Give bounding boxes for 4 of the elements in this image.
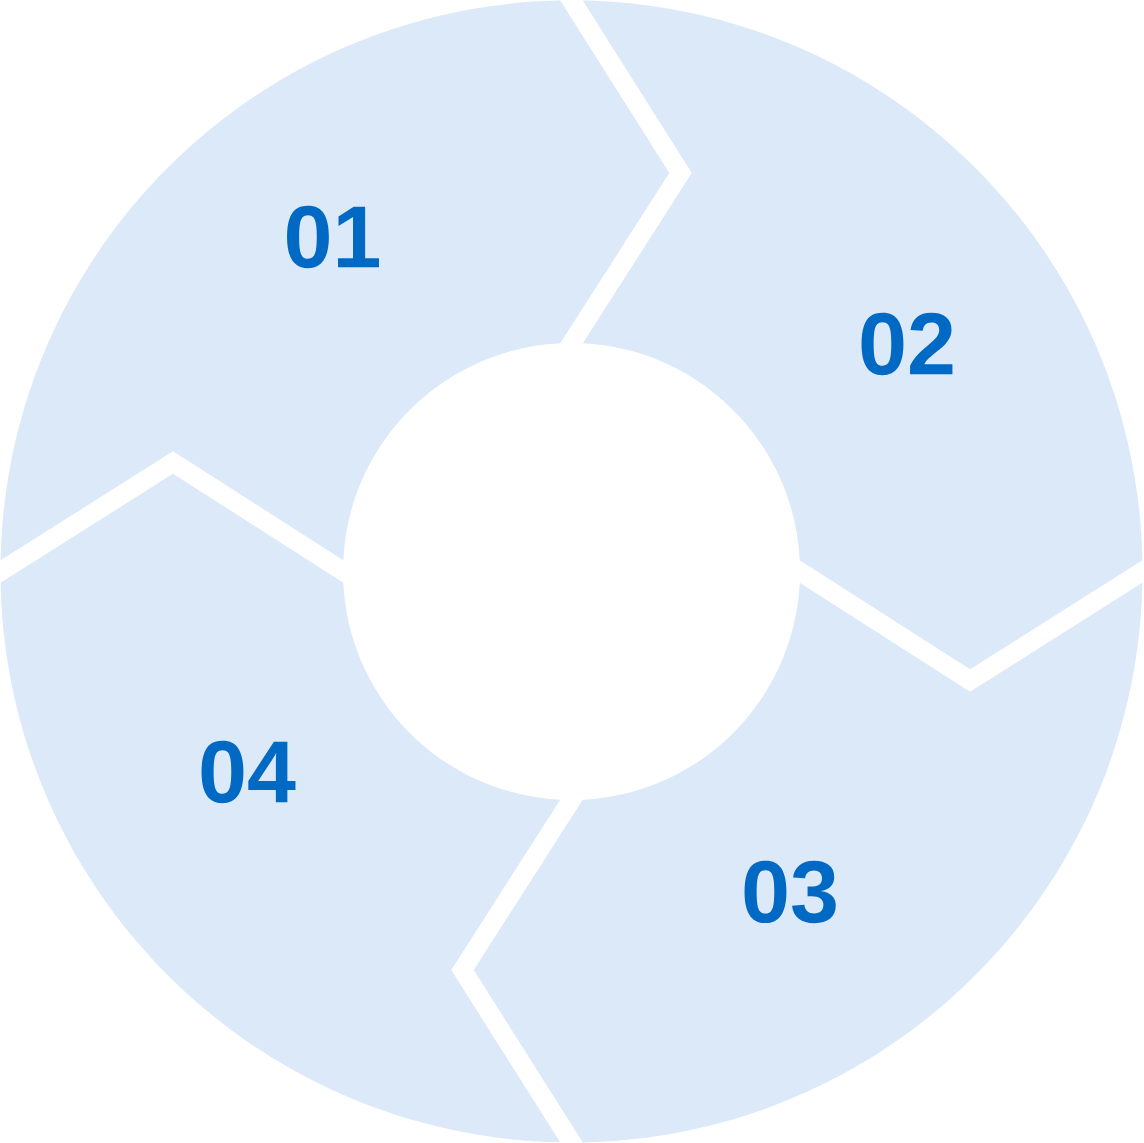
ring-segment: 04	[0, 473, 561, 1143]
ring-segment: 03	[473, 582, 1143, 1143]
ring-segment: 01	[0, 0, 670, 561]
ring-segment: 02	[582, 0, 1143, 670]
